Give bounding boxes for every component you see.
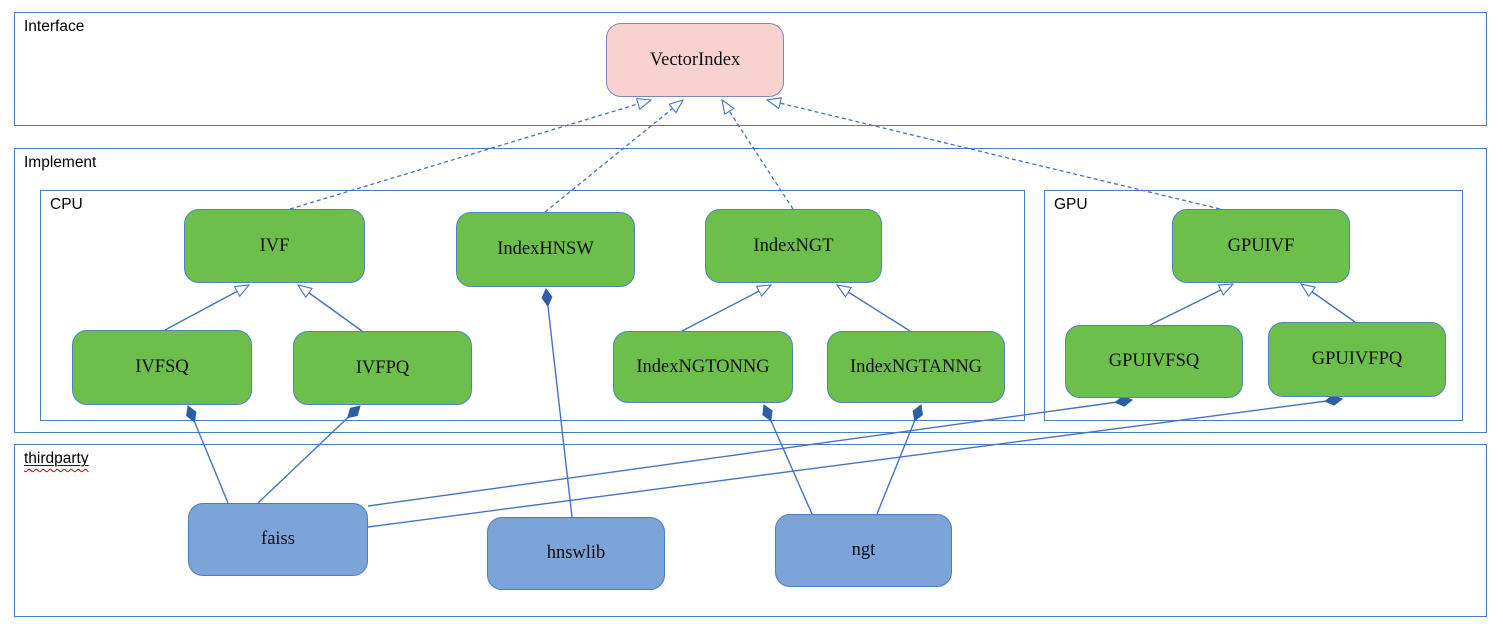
node-ivfpq: IVFPQ (293, 331, 472, 405)
node-indexngtanng: IndexNGTANNG (827, 331, 1005, 403)
node-ivf: IVF (184, 209, 365, 283)
node-gpuivf-label: GPUIVF (1227, 235, 1295, 256)
node-indexngtonng: IndexNGTONNG (613, 331, 793, 403)
node-vectorindex-label: VectorIndex (649, 49, 741, 70)
gpu-container-label: GPU (1054, 196, 1088, 213)
node-ivfsq-label: IVFSQ (135, 357, 189, 377)
node-ivfpq-label: IVFPQ (355, 357, 410, 378)
node-ngt: ngt (775, 514, 952, 587)
node-hnswlib: hnswlib (487, 517, 665, 590)
node-gpuivfsq: GPUIVFSQ (1065, 325, 1243, 398)
interface-container-label: Interface (24, 18, 85, 35)
node-ngt-label: ngt (851, 540, 876, 560)
node-gpuivfpq: GPUIVFPQ (1268, 322, 1446, 397)
node-gpuivf: GPUIVF (1172, 209, 1350, 283)
node-ivf-label: IVF (259, 235, 290, 256)
node-indexhnsw-label: IndexHNSW (497, 239, 594, 259)
thirdparty-container-label: thirdparty (24, 450, 89, 468)
node-faiss: faiss (188, 503, 368, 576)
node-gpuivfsq-label: GPUIVFSQ (1108, 351, 1200, 371)
cpu-container-label: CPU (50, 196, 83, 213)
node-gpuivfpq-label: GPUIVFPQ (1311, 349, 1403, 369)
thirdparty-label-text: thirdparty (24, 450, 89, 467)
node-hnswlib-label: hnswlib (546, 543, 606, 563)
node-faiss-label: faiss (261, 529, 295, 549)
node-indexngtonng-label: IndexNGTONNG (636, 356, 770, 377)
node-indexngt-label: IndexNGT (753, 235, 834, 256)
implement-container-label: Implement (24, 154, 97, 171)
node-indexhnsw: IndexHNSW (456, 212, 635, 287)
node-indexngt: IndexNGT (705, 209, 882, 283)
node-indexngtanng-label: IndexNGTANNG (849, 356, 983, 377)
node-vectorindex: VectorIndex (606, 23, 784, 97)
node-ivfsq: IVFSQ (72, 330, 252, 405)
